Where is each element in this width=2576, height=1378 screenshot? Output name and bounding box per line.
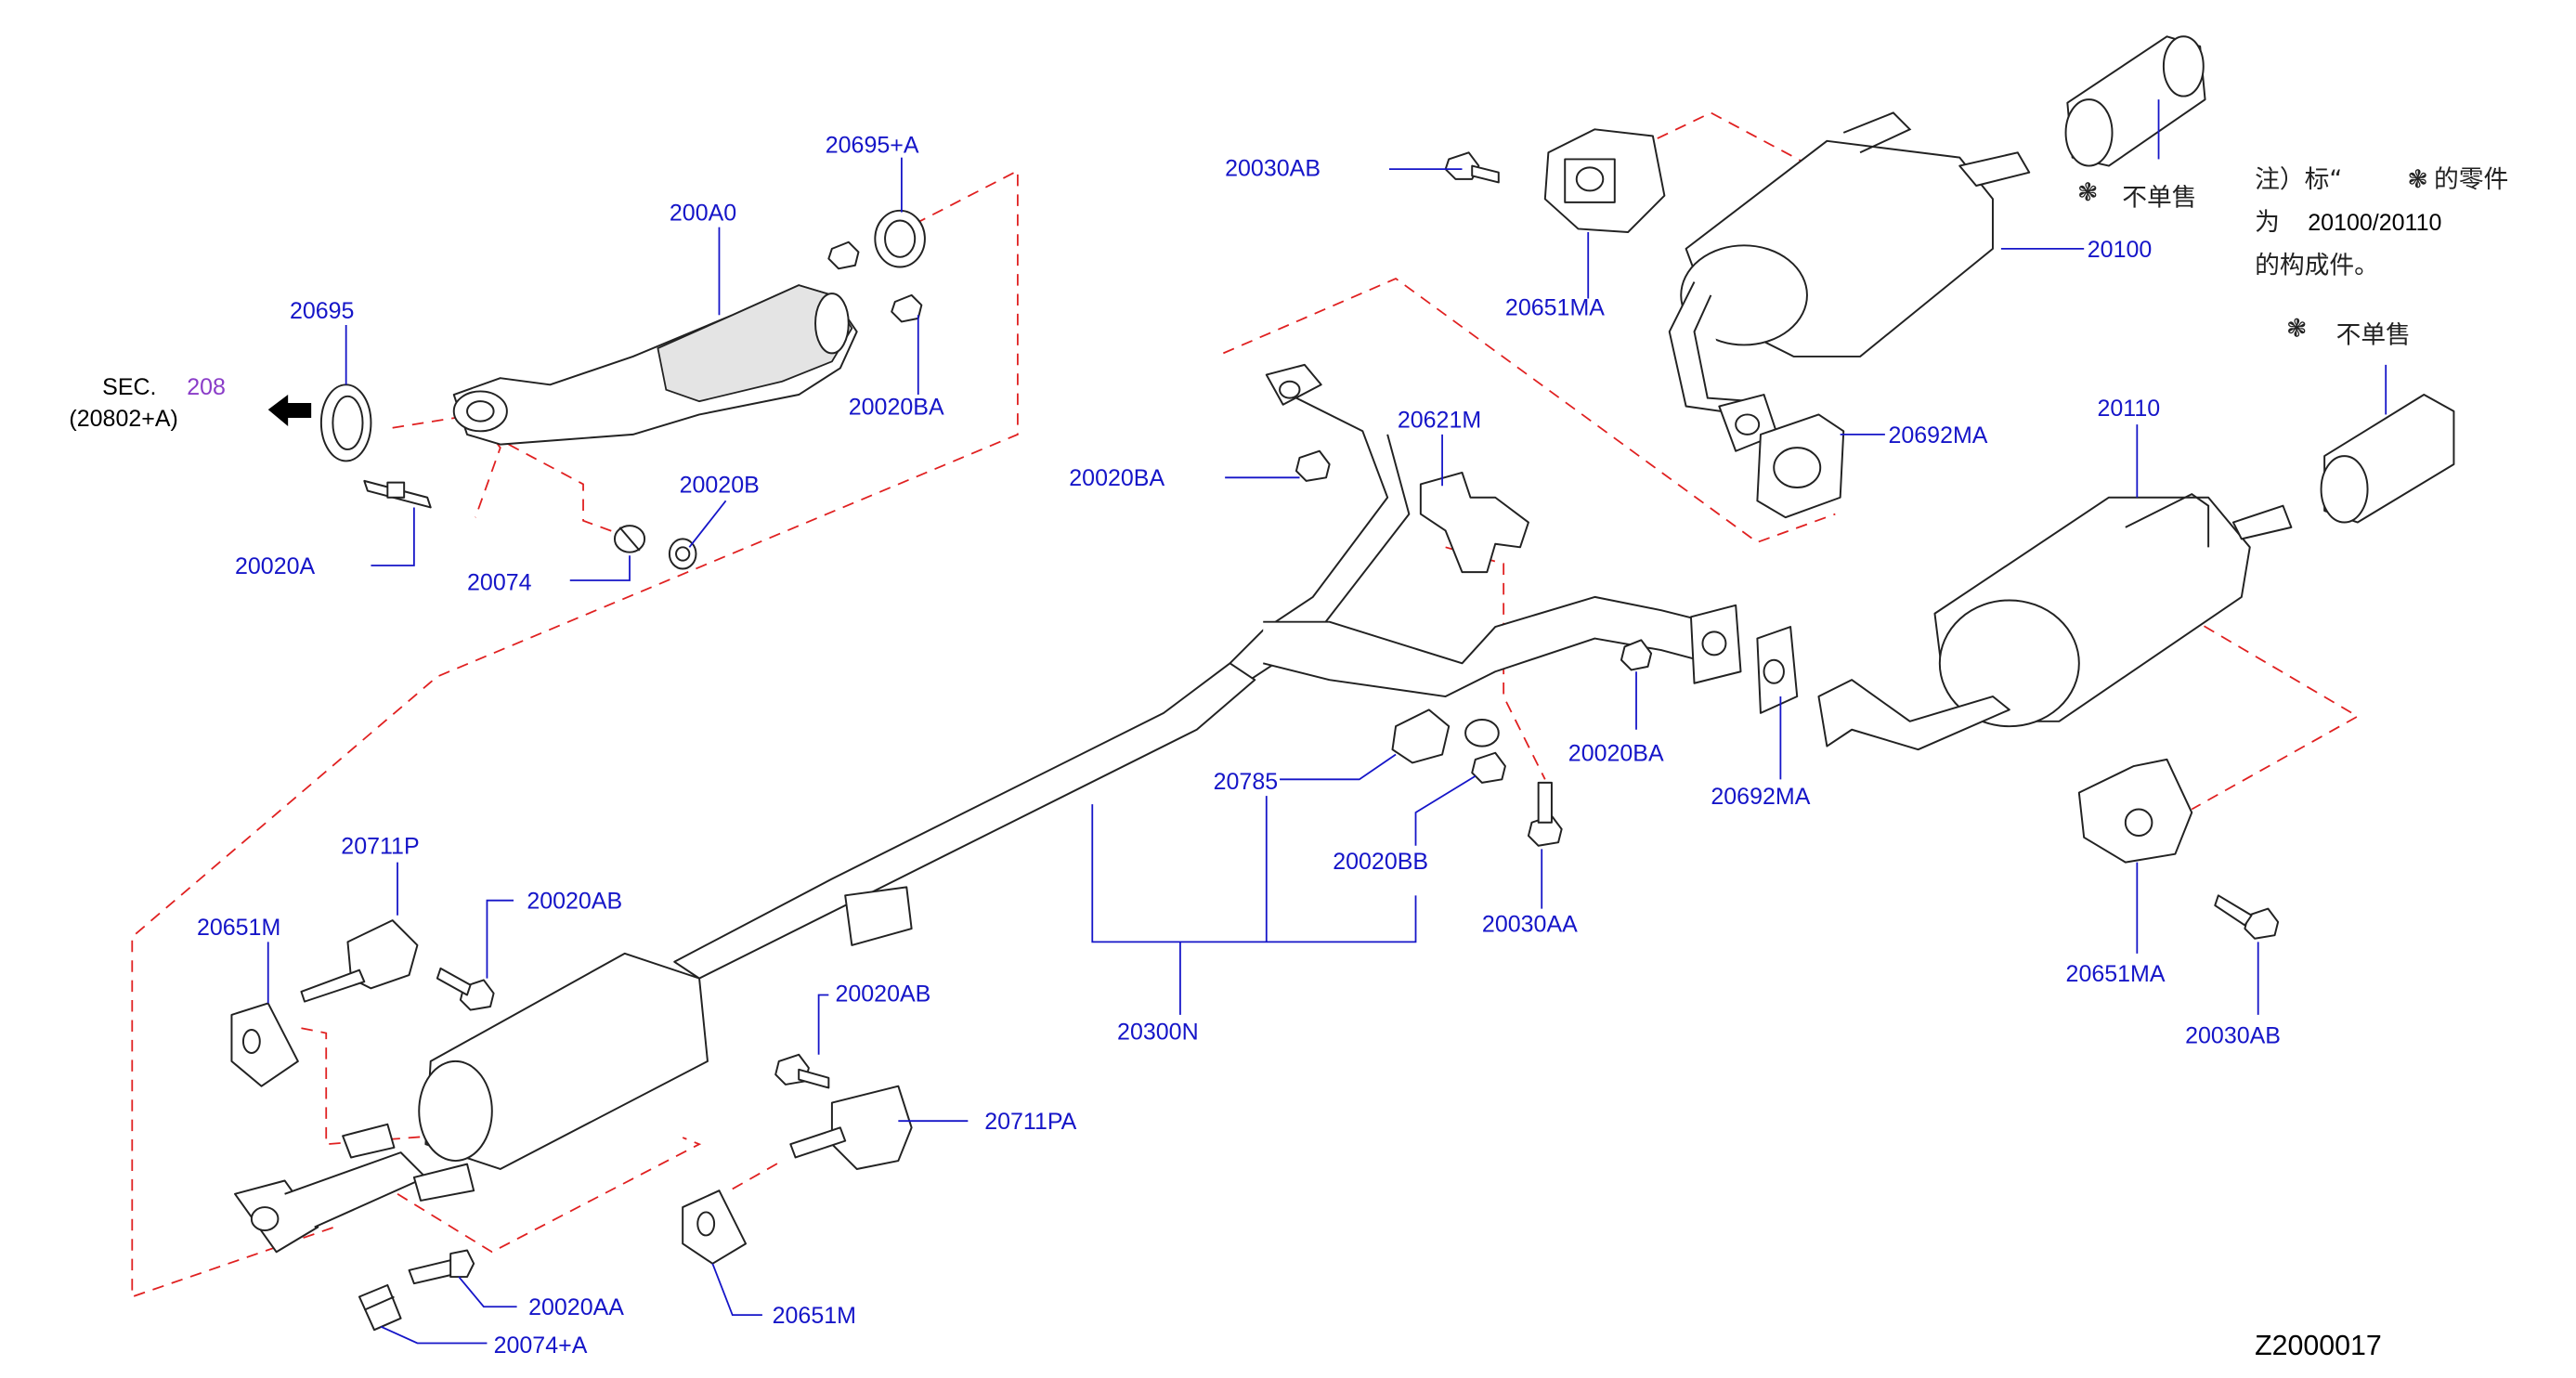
section-prefix: SEC. — [102, 374, 156, 400]
part-front-pipe[interactable] — [1229, 363, 1729, 698]
part-stud-20020AA[interactable] — [408, 1249, 475, 1285]
part-labels: 20695+A 200A0 20695 20020BA 20020B 20020… — [197, 132, 2281, 1358]
note-line3: 的构成件。 — [2255, 252, 2379, 280]
part-gasket-20695[interactable] — [319, 384, 372, 462]
label-20300N[interactable]: 20300N — [1117, 1020, 1199, 1046]
part-bolt-20020AB-mid[interactable] — [774, 1053, 830, 1089]
label-20030AA[interactable]: 20030AA — [1482, 912, 1578, 938]
note-line2-parts: 20100/20110 — [2308, 210, 2441, 236]
label-20030AB-1[interactable]: 20030AB — [1225, 155, 1321, 181]
part-bolt-20030AB-right[interactable] — [2214, 894, 2280, 940]
notes: ❃ 不单售 注）标“ ❃ 的零件 为 20100/20110 的构成件。 ❃ 不… — [2077, 165, 2508, 350]
part-hanger-20711PA[interactable] — [789, 1085, 913, 1170]
section-arrow-icon — [267, 395, 312, 426]
part-muffler-20110[interactable] — [1817, 493, 2293, 751]
part-nut-20020BB[interactable] — [1471, 751, 1506, 784]
part-spring-20074A[interactable] — [358, 1284, 402, 1332]
part-nuts-20020BA[interactable] — [827, 240, 923, 323]
label-20020AA[interactable]: 20020AA — [528, 1294, 624, 1320]
label-20651M-2[interactable]: 20651M — [773, 1303, 856, 1329]
label-20030AB-2[interactable]: 20030AB — [2185, 1022, 2281, 1048]
label-20785[interactable]: 20785 — [1214, 769, 1279, 795]
part-bolt-20020AB-left[interactable] — [436, 967, 495, 1011]
note-line1: 注）标“ — [2255, 165, 2342, 194]
label-20074A[interactable]: 20074+A — [494, 1332, 588, 1358]
label-20074[interactable]: 20074 — [467, 570, 532, 596]
leader-lines — [267, 99, 2387, 1345]
diagram-code: Z2000017 — [2255, 1331, 2382, 1361]
label-20695A[interactable]: 20695+A — [826, 132, 919, 158]
not-sold-note-b: 不单售 — [2336, 321, 2411, 350]
part-flange-right-pipe[interactable] — [1689, 604, 1742, 684]
part-bracket-20785[interactable] — [1391, 708, 1500, 764]
part-bolt-20030AB-top[interactable] — [1444, 151, 1500, 184]
label-20020BA-3[interactable]: 20020BA — [1568, 741, 1664, 767]
part-bolt-20030AA[interactable] — [1527, 781, 1563, 847]
note-line1-tail: 的零件 — [2434, 165, 2508, 194]
part-gasket-20692MA-mid[interactable] — [1756, 626, 1799, 714]
label-20711P[interactable]: 20711P — [341, 834, 419, 860]
not-sold-note-a: 不单售 — [2122, 183, 2196, 212]
part-bracket-20621M[interactable] — [1419, 471, 1529, 574]
part-main-pipe-20300N[interactable] — [234, 662, 1256, 1254]
label-20020B[interactable]: 20020B — [680, 472, 760, 498]
label-20020BA-1[interactable]: 20020BA — [849, 394, 944, 420]
not-sold-symbol-icon-b: ❃ — [2286, 315, 2307, 344]
label-20651MA-1[interactable]: 20651MA — [1505, 294, 1605, 320]
part-catalytic-converter-200A0[interactable] — [452, 284, 858, 446]
label-20020AB-2[interactable]: 20020AB — [835, 982, 930, 1008]
label-200A0[interactable]: 200A0 — [670, 201, 736, 227]
part-hanger-20651MA-top[interactable] — [1543, 128, 1666, 233]
label-20695[interactable]: 20695 — [290, 298, 355, 324]
label-20621M[interactable]: 20621M — [1398, 408, 1481, 434]
label-20020AB-1[interactable]: 20020AB — [527, 889, 622, 915]
part-stud-20020A[interactable] — [363, 479, 432, 509]
section-reference[interactable]: SEC. 208 (20802+A) — [69, 374, 312, 432]
label-20651M-1[interactable]: 20651M — [197, 915, 280, 941]
not-sold-symbol-icon: ❃ — [2077, 178, 2098, 207]
part-gasket-20695A[interactable] — [874, 209, 926, 268]
label-20692MA-1[interactable]: 20692MA — [1888, 422, 1987, 448]
note-symbol-icon: ❃ — [2407, 165, 2427, 194]
part-gasket-20692MA-top[interactable] — [1756, 413, 1845, 519]
label-20020BA-2[interactable]: 20020BA — [1069, 465, 1164, 491]
label-20020A[interactable]: 20020A — [235, 553, 316, 579]
label-20692MA-2[interactable]: 20692MA — [1711, 784, 1810, 810]
part-spring-20074[interactable] — [613, 525, 697, 570]
part-hanger-20651MA-right[interactable] — [2077, 758, 2193, 864]
label-20100[interactable]: 20100 — [2088, 237, 2153, 263]
part-nut-20020BA-right[interactable] — [1620, 639, 1653, 671]
label-20020BB[interactable]: 20020BB — [1333, 849, 1428, 875]
part-muffler-20100[interactable] — [1668, 111, 2031, 452]
label-20651MA-2[interactable]: 20651MA — [2066, 961, 2166, 987]
section-number[interactable]: 208 — [187, 374, 226, 400]
part-tip-top[interactable] — [2064, 35, 2206, 167]
label-20110[interactable]: 20110 — [2097, 396, 2160, 422]
section-sub: (20802+A) — [69, 406, 177, 432]
part-nut-20020BA-left[interactable] — [1295, 449, 1331, 482]
part-rubber-20651M-right[interactable] — [682, 1190, 748, 1265]
part-hanger-20711P[interactable] — [300, 919, 419, 1003]
part-tip-right[interactable] — [2320, 394, 2455, 524]
note-line2-prefix: 为 — [2255, 208, 2280, 237]
part-rubber-20651M-left[interactable] — [230, 1002, 299, 1087]
label-20711PA[interactable]: 20711PA — [984, 1109, 1076, 1135]
